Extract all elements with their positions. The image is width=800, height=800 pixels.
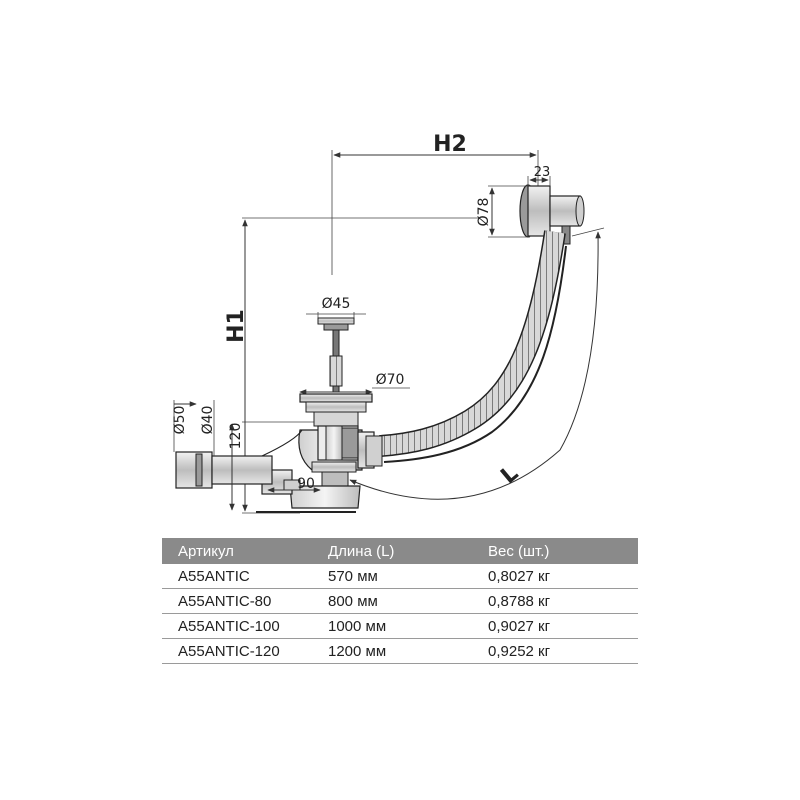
specification-table: Артикул Длина (L) Вес (шт.) A55ANTIC 570… (162, 538, 638, 664)
d40-label: Ø40 (200, 406, 216, 435)
cell-length: 570 мм (312, 564, 472, 589)
cell-article: A55ANTIC-80 (162, 588, 312, 614)
table-header-row: Артикул Длина (L) Вес (шт.) (162, 538, 638, 564)
extension-lines (242, 150, 539, 514)
table-row: A55ANTIC-100 1000 мм 0,9027 кг (162, 613, 638, 639)
h2-dimension: H2 (333, 132, 537, 158)
cell-weight: 0,9252 кг (472, 638, 638, 664)
dim120-label: 120 (228, 423, 244, 450)
waste-plug-assembly: Ø45 (306, 296, 366, 393)
drain-flange: Ø70 (299, 372, 410, 427)
column-header-weight: Вес (шт.) (472, 538, 638, 564)
technical-drawing: H1 H2 L Ø78 23 Ø45 (172, 132, 605, 514)
dim23-label: 23 (534, 165, 551, 180)
cell-length: 800 мм (312, 588, 472, 614)
dim90-label: 90 (297, 476, 315, 492)
cell-length: 1200 мм (312, 638, 472, 664)
table-row: A55ANTIC-80 800 мм 0,8788 кг (162, 588, 638, 614)
table-row: A55ANTIC 570 мм 0,8027 кг (162, 564, 638, 589)
d70-label: Ø70 (376, 372, 405, 388)
cell-length: 1000 мм (312, 613, 472, 639)
trap-body (256, 425, 383, 513)
l-dimension: L (349, 227, 605, 500)
cell-weight: 0,8027 кг (472, 564, 638, 589)
d78-label: Ø78 (476, 198, 492, 227)
h2-label: H2 (433, 132, 467, 157)
cell-weight: 0,8788 кг (472, 588, 638, 614)
cell-article: A55ANTIC-100 (162, 613, 312, 639)
outlet-pipe: Ø50 Ø40 120 90 (172, 400, 321, 511)
cell-article: A55ANTIC-120 (162, 638, 312, 664)
d50-label: Ø50 (172, 406, 188, 435)
column-header-article: Артикул (162, 538, 312, 564)
table-row: A55ANTIC-120 1200 мм 0,9252 кг (162, 638, 638, 664)
overflow-head: Ø78 23 (476, 165, 585, 245)
corrugated-hose (379, 230, 567, 463)
h1-label: H1 (224, 309, 249, 343)
column-header-length: Длина (L) (312, 538, 472, 564)
cell-weight: 0,9027 кг (472, 613, 638, 639)
d45-label: Ø45 (322, 296, 351, 312)
cell-article: A55ANTIC (162, 564, 312, 589)
l-label: L (496, 461, 523, 489)
